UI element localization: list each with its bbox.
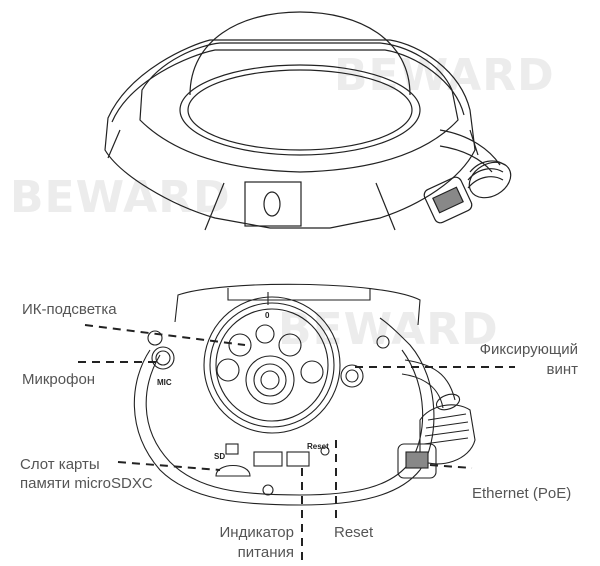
leader-ir: [84, 324, 246, 346]
label-ir-illumination: ИК-подсветка: [22, 301, 117, 318]
label-sd-slot-line2: памяти microSDXC: [20, 475, 153, 492]
label-fixing-screw-line1: Фиксирующий: [479, 341, 578, 358]
watermark-middle-left: BEWARD: [10, 172, 231, 223]
label-ethernet-poe: Ethernet (PoE): [472, 485, 572, 502]
marking-dial-zero: 0: [265, 311, 270, 320]
marking-reset: Reset: [307, 442, 329, 451]
label-microphone: Микрофон: [22, 371, 96, 388]
label-power-indicator-line1: Индикатор: [219, 524, 295, 541]
label-fixing-screw-line2: винт: [546, 361, 578, 378]
label-power-indicator-line2: питания: [237, 544, 294, 561]
leader-ethernet: [429, 464, 473, 469]
marking-mic: MIC: [157, 378, 172, 387]
marking-sd: SD: [214, 452, 226, 461]
label-sd-slot-line1: Слот карты: [20, 456, 100, 473]
leader-sd: [117, 461, 221, 471]
label-reset: Reset: [334, 524, 374, 541]
